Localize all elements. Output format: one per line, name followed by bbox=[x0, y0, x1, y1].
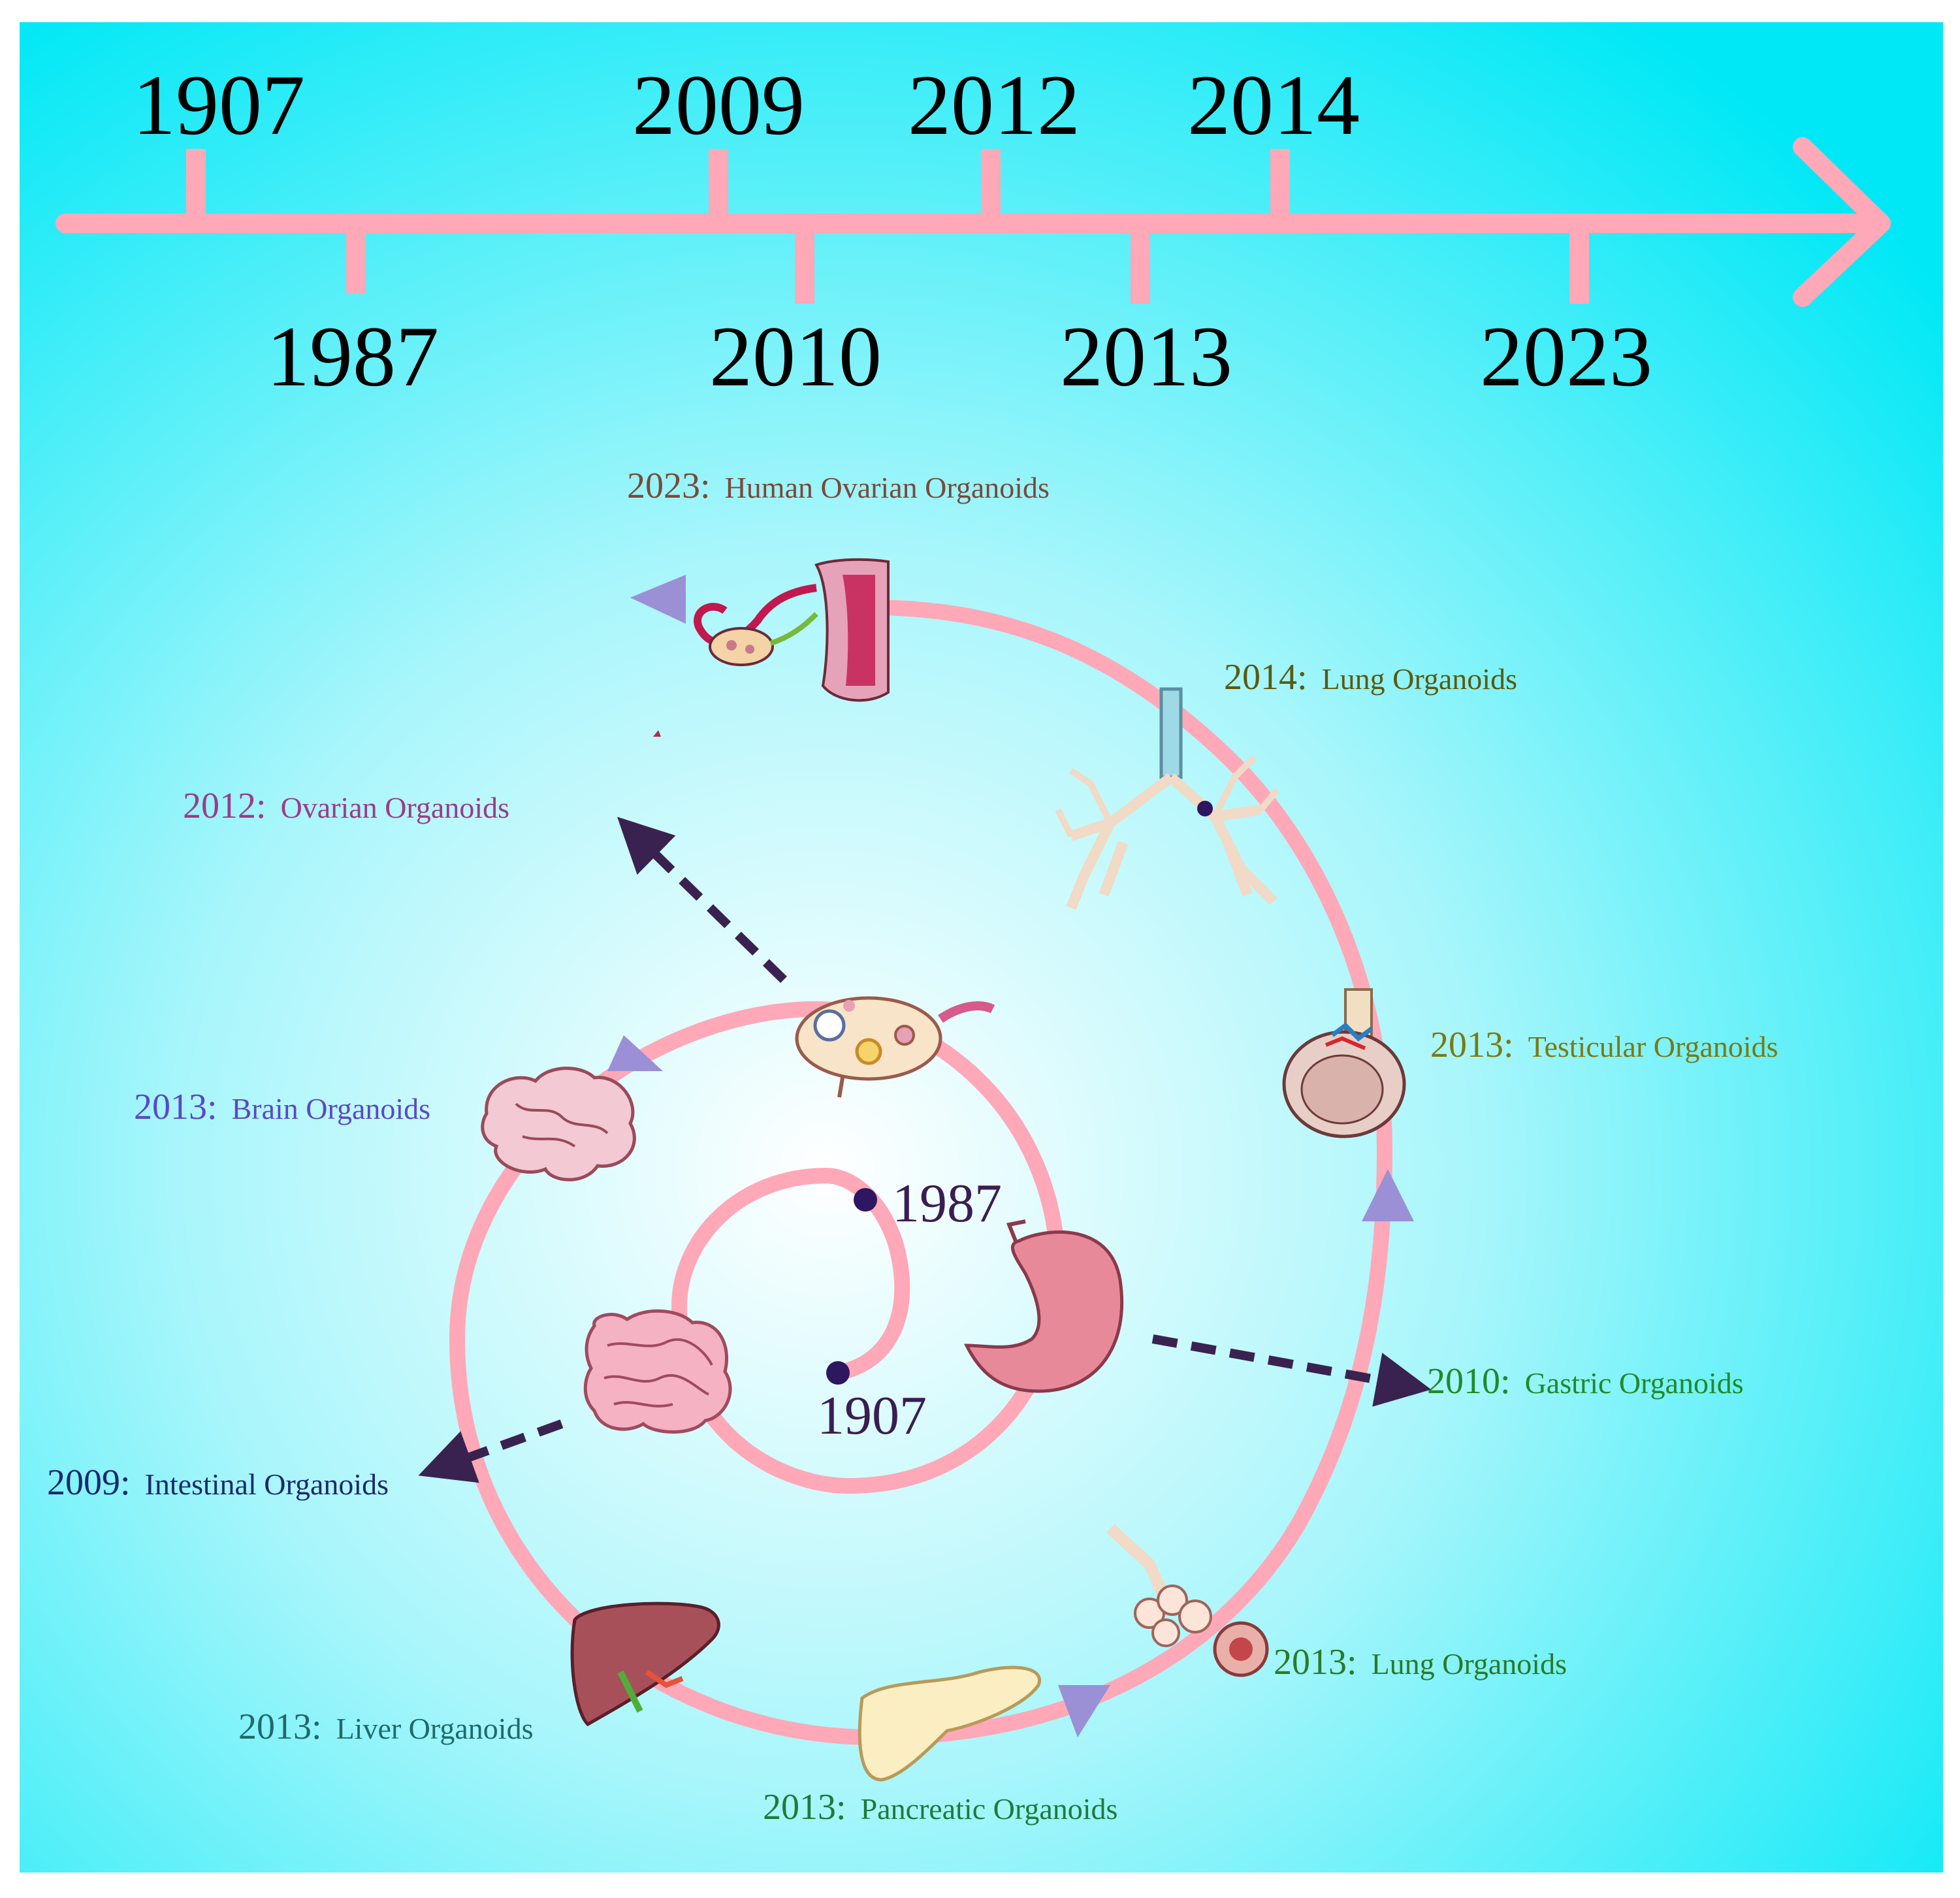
dot-1987 bbox=[854, 1188, 877, 1212]
timeline-year-1987: 1987 bbox=[266, 308, 439, 404]
timeline-year-2014: 2014 bbox=[1187, 57, 1360, 153]
direction-triangle-top bbox=[630, 575, 686, 624]
arrow-to-gastric bbox=[1151, 1334, 1432, 1407]
uterus-ovary-icon bbox=[694, 558, 890, 702]
direction-triangle-brain bbox=[607, 1035, 663, 1071]
label-pancreatic-organoids: 2013: Pancreatic Organoids bbox=[763, 1787, 1117, 1827]
label-liver-organoids: 2013: Liver Organoids bbox=[238, 1707, 533, 1747]
label-brain-organoids: 2013: Brain Organoids bbox=[134, 1087, 430, 1127]
label-intestinal-organoids: 2009: Intestinal Organoids bbox=[47, 1462, 389, 1503]
timeline-arrowhead bbox=[1793, 137, 1891, 307]
brain-icon bbox=[481, 1067, 636, 1182]
bronchial-tree-icon bbox=[1055, 687, 1279, 910]
timeline-year-2013: 2013 bbox=[1060, 308, 1232, 404]
label-gastric-organoids: 2010: Gastric Organoids bbox=[1427, 1361, 1744, 1402]
label-ovarian-organoids-2012: 2012: Ovarian Organoids bbox=[183, 786, 509, 826]
small-mark-icon bbox=[653, 730, 661, 737]
testis-icon bbox=[1282, 988, 1406, 1138]
label-testicular-organoids: 2013: Testicular Organoids bbox=[1430, 1025, 1778, 1065]
label-lung-organoids-2014: 2014: Lung Organoids bbox=[1224, 657, 1517, 698]
alveoli-icon bbox=[1106, 1524, 1269, 1677]
timeline-year-2010: 2010 bbox=[709, 308, 882, 404]
dot-1907 bbox=[826, 1361, 850, 1385]
timeline-year-2023: 2023 bbox=[1480, 308, 1652, 404]
pancreas-icon bbox=[858, 1665, 1041, 1782]
arrow-to-ovarian-2012 bbox=[617, 816, 787, 984]
label-human-ovarian-organoids: 2023: Human Ovarian Organoids bbox=[627, 466, 1050, 506]
spiral-year-1907: 1907 bbox=[817, 1385, 927, 1446]
direction-triangle-pancreatic bbox=[1058, 1685, 1110, 1737]
spiral-year-1987: 1987 bbox=[892, 1173, 1002, 1234]
linear-timeline: 1907 2009 2012 2014 1987 2010 2013 2023 bbox=[56, 57, 1891, 404]
timeline-year-1907: 1907 bbox=[133, 57, 305, 153]
background-panel bbox=[20, 22, 1943, 1873]
stomach-icon bbox=[963, 1219, 1124, 1393]
arrow-to-intestinal bbox=[418, 1419, 564, 1483]
liver-icon bbox=[570, 1601, 720, 1727]
ovary-icon bbox=[795, 996, 995, 1098]
direction-triangle-testicular bbox=[1362, 1169, 1414, 1221]
label-lung-organoids-2013: 2013: Lung Organoids bbox=[1274, 1642, 1567, 1682]
timeline-year-2009: 2009 bbox=[632, 57, 805, 153]
timeline-year-2012: 2012 bbox=[908, 57, 1080, 153]
dashed-arrows bbox=[418, 816, 1432, 1483]
intestine-icon bbox=[583, 1309, 732, 1434]
